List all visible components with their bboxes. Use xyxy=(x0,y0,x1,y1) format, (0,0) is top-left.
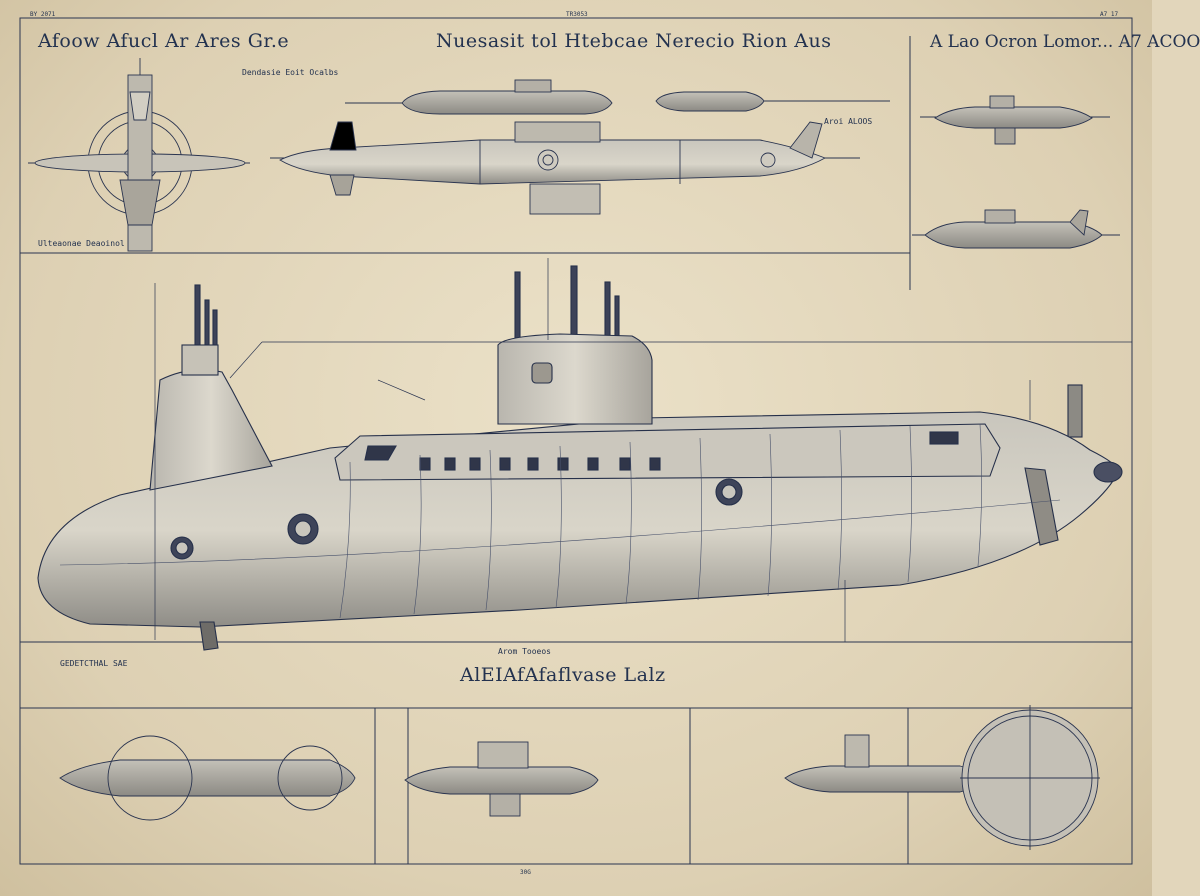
label-bottom-center-small: Arom Tooeos xyxy=(498,647,551,656)
title-center: Nuesasit tol Htebcae Nerecio Rion Aus xyxy=(436,30,832,52)
blueprint-drawing xyxy=(19,17,1133,865)
sheet-frame xyxy=(19,17,1133,865)
label-top-left-panel: Ulteaonae Deaoinol xyxy=(38,239,125,248)
sheet-ref: A7 17 xyxy=(1100,11,1119,18)
top-submarine-small xyxy=(345,79,890,115)
label-bottom-center: AlEIAfAfaflvase Lalz xyxy=(460,664,666,686)
title-right: A Lao Ocron Lomor... A7 ACOO xyxy=(930,32,1200,52)
title-left: Afoow Afucl Ar Ares Gr.e xyxy=(38,30,290,52)
sheet-code: TR3053 xyxy=(566,11,588,18)
top-right-views xyxy=(912,95,1120,249)
top-submarine-elevation xyxy=(270,121,860,215)
label-top-right: Aroi ALOOS xyxy=(824,117,873,126)
hull-ribs xyxy=(59,423,1061,619)
main-submarine xyxy=(37,265,1123,651)
label-bottom-left: GEDETCTHAL SAE xyxy=(60,659,128,668)
label-top-center: Dendasie Eoit Ocalbs xyxy=(242,68,339,77)
sheet-number: BY 2071 xyxy=(30,11,56,18)
section-view-top-left xyxy=(28,58,250,252)
sheet-footer: 30G xyxy=(520,869,531,876)
leader-lines xyxy=(154,258,1132,642)
bottom-detail-views xyxy=(59,705,1100,850)
